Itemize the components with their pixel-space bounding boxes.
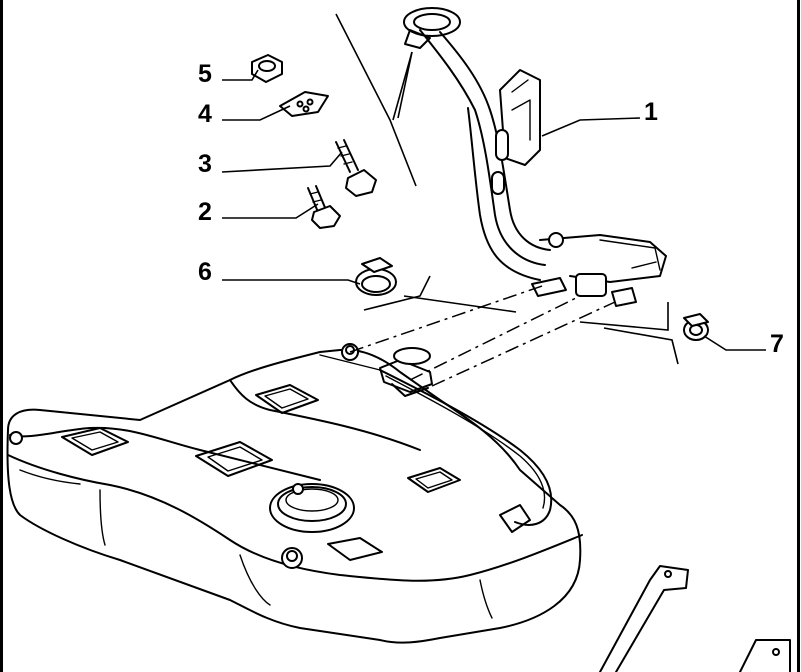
callout-1: 1 — [644, 98, 658, 126]
callout-4: 4 — [198, 100, 212, 128]
clip-plate-4 — [279, 91, 329, 117]
filler-pipe-assembly — [403, 7, 667, 307]
callout-5: 5 — [198, 60, 212, 88]
callout-2: 2 — [198, 198, 212, 226]
frame-left-border — [0, 0, 3, 672]
screw-2 — [307, 185, 341, 229]
nut-5 — [251, 54, 283, 83]
tank-strap — [599, 565, 791, 672]
fuel-tank — [6, 343, 583, 644]
screw-3 — [335, 139, 377, 197]
callout-3: 3 — [198, 150, 212, 178]
frame-right-border — [797, 0, 800, 672]
callout-leaders — [221, 69, 766, 351]
callout-7: 7 — [770, 330, 784, 358]
hose-clamp-6 — [355, 257, 397, 296]
hose-clamp-7 — [683, 313, 709, 341]
assembly-guides — [335, 13, 679, 387]
callout-6: 6 — [198, 258, 212, 286]
